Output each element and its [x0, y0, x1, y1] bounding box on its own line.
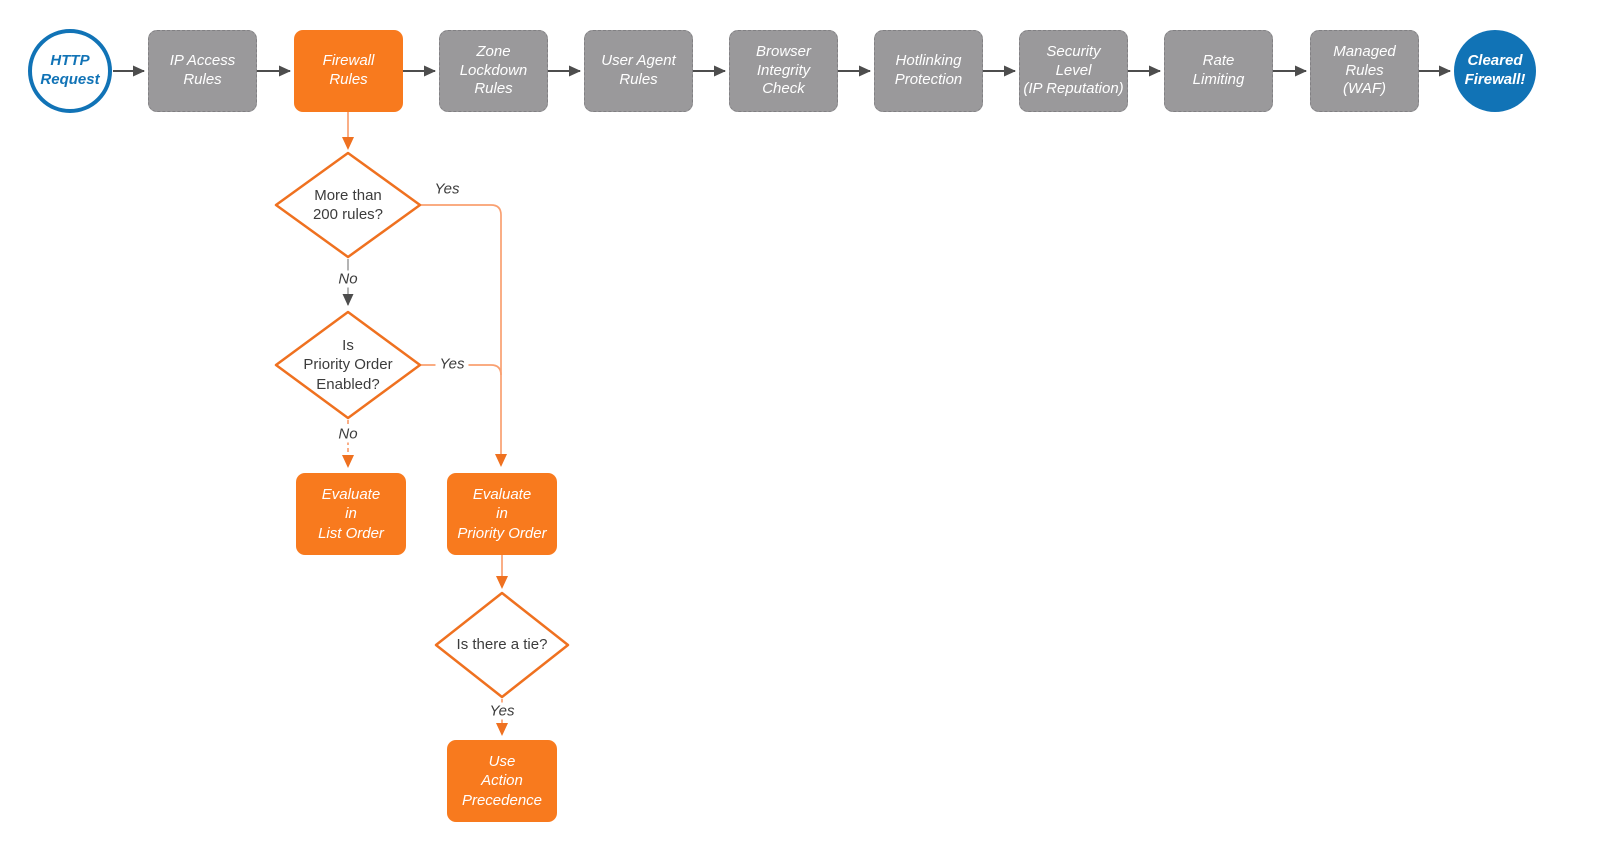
decision-priority-order-label: Is Priority Order Enabled? [276, 325, 420, 405]
stage-zone-lockdown-rules: Zone Lockdown Rules [439, 30, 548, 112]
stage-managed-rules-waf: Managed Rules (WAF) [1310, 30, 1419, 112]
node-cleared-firewall: Cleared Firewall! [1454, 30, 1536, 112]
node-label: Use Action Precedence [461, 752, 543, 809]
stage-label: Hotlinking Protection [894, 52, 963, 88]
edge-label-yes-1: Yes [430, 180, 464, 198]
stage-firewall-rules: Firewall Rules [294, 30, 403, 112]
node-evaluate-list-order: Evaluate in List Order [296, 473, 406, 555]
stage-hotlinking-protection: Hotlinking Protection [874, 30, 983, 112]
stage-label: Zone Lockdown Rules [459, 42, 528, 98]
edge-label-yes-3: Yes [485, 702, 519, 720]
edge-label-yes-2: Yes [435, 355, 469, 373]
decision-question: Is Priority Order Enabled? [303, 336, 393, 393]
node-label: Evaluate in List Order [318, 485, 384, 542]
decision-tie-diamond [434, 591, 570, 699]
edge-decision1-yes [421, 204, 507, 467]
stage-label: Security Level (IP Reputation) [1023, 42, 1124, 98]
stage-browser-integrity-check: Browser Integrity Check [729, 30, 838, 112]
node-label: Evaluate in Priority Order [457, 485, 547, 542]
node-use-action-precedence: Use Action Precedence [447, 740, 557, 822]
decision-question: Is there a tie? [456, 636, 548, 654]
stage-user-agent-rules: User Agent Rules [584, 30, 693, 112]
decision-more-than-200-label: More than 200 rules? [276, 165, 420, 245]
stage-security-level: Security Level (IP Reputation) [1019, 30, 1128, 112]
node-evaluate-priority-order: Evaluate in Priority Order [447, 473, 557, 555]
stage-label: Rate Limiting [1192, 52, 1245, 88]
edge-decision2-yes [421, 364, 502, 376]
decision-question: More than 200 rules? [312, 186, 384, 224]
decision-more-than-200-diamond [274, 151, 422, 259]
stage-label: IP Access Rules [169, 52, 236, 88]
stage-rate-limiting: Rate Limiting [1164, 30, 1273, 112]
stage-label: User Agent Rules [601, 52, 676, 88]
stage-label: Browser Integrity Check [755, 42, 811, 98]
node-http-request-label: HTTP Request [40, 52, 100, 88]
stage-label: Firewall Rules [322, 52, 375, 88]
edge-label-no-1: No [334, 270, 362, 288]
node-cleared-firewall-label: Cleared Firewall! [1464, 52, 1526, 88]
stage-ip-access-rules: IP Access Rules [148, 30, 257, 112]
decision-tie-label: Is there a tie? [436, 605, 568, 685]
node-http-request: HTTP Request [28, 29, 112, 113]
edge-label-no-2: No [334, 425, 362, 443]
decision-priority-order-diamond [274, 310, 422, 420]
stage-label: Managed Rules (WAF) [1333, 42, 1396, 98]
